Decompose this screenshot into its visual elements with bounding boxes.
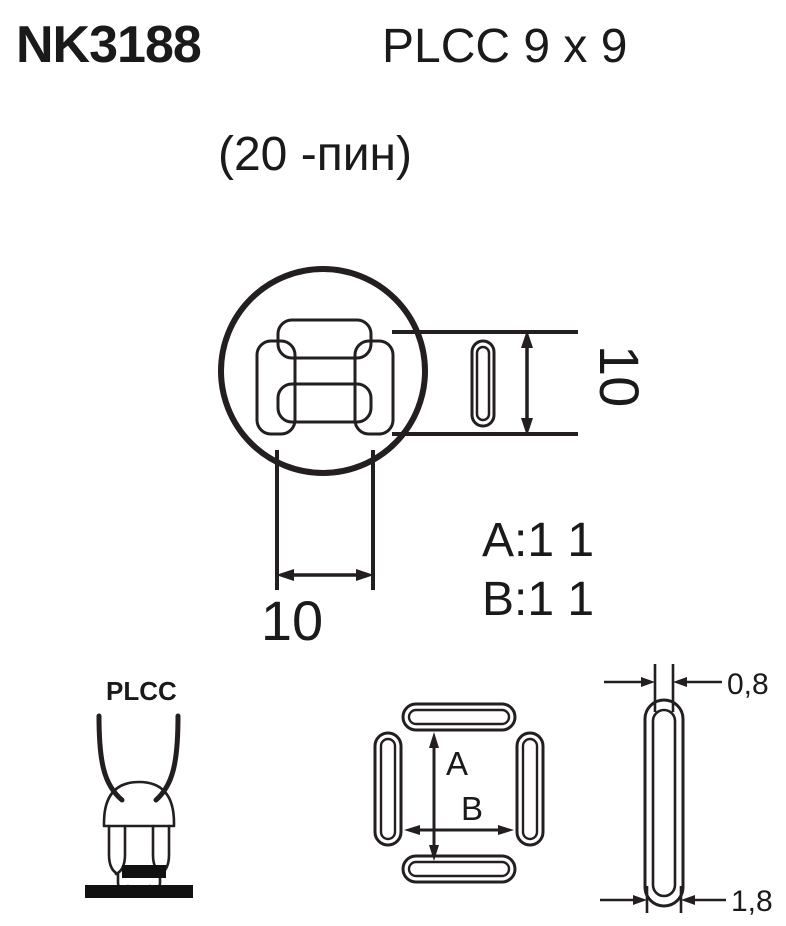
detail-pad-inner bbox=[475, 345, 491, 422]
a-arrow-up bbox=[429, 732, 439, 748]
nozzle-pad-right bbox=[353, 339, 395, 436]
pin-count: (20 -пин) bbox=[218, 128, 412, 181]
pad-a-value-label: A:1 1 bbox=[482, 514, 594, 567]
top-dim-arrow-left bbox=[641, 677, 655, 687]
pad-b-value-label: B:1 1 bbox=[482, 573, 594, 626]
height-arrow-down bbox=[521, 418, 533, 436]
b-dimension-label: B bbox=[461, 790, 483, 827]
nozzle-funnel-right bbox=[153, 713, 181, 803]
width-arrow-left bbox=[276, 569, 294, 581]
width-dimension-label: 10 bbox=[261, 589, 323, 652]
height-arrow-up bbox=[521, 330, 533, 348]
outer-width-label: 1,8 bbox=[731, 885, 773, 918]
chip-component bbox=[122, 865, 166, 878]
layout-pad-top-inner bbox=[407, 708, 511, 726]
pad-detail-outer-capsule bbox=[643, 698, 685, 908]
a-arrow-down bbox=[429, 845, 439, 861]
layout-pad-left-outer bbox=[373, 731, 403, 847]
inner-width-label: 0,8 bbox=[727, 668, 769, 701]
bottom-dim-arrow-right bbox=[681, 895, 695, 905]
model-number: NK3188 bbox=[16, 16, 201, 74]
detail-pad-outer bbox=[470, 339, 496, 428]
nozzle-funnel-left bbox=[96, 713, 125, 803]
width-arrow-right bbox=[356, 569, 374, 581]
layout-pad-top-outer bbox=[401, 702, 517, 732]
package-type: PLCC 9 x 9 bbox=[382, 20, 627, 73]
layout-pad-left-inner bbox=[379, 737, 397, 841]
layout-pad-right-inner bbox=[521, 737, 539, 841]
nozzle-pad-left bbox=[255, 339, 297, 436]
nozzle-pad-bottom bbox=[276, 382, 373, 424]
top-dim-arrow-right bbox=[673, 677, 687, 687]
layout-pad-bottom-inner bbox=[407, 860, 511, 878]
a-dimension-label: A bbox=[446, 745, 468, 782]
nozzle-circle-outline bbox=[218, 266, 428, 476]
pad-detail-inner-capsule bbox=[651, 708, 677, 898]
b-arrow-right bbox=[498, 825, 514, 835]
side-view-label: PLCC bbox=[106, 676, 177, 706]
b-arrow-left bbox=[404, 825, 420, 835]
layout-pad-right-outer bbox=[515, 731, 545, 847]
pcb-board bbox=[85, 885, 193, 898]
nozzle-pad-top bbox=[276, 318, 373, 360]
bottom-dim-arrow-left bbox=[633, 895, 647, 905]
layout-pad-bottom-outer bbox=[401, 854, 517, 884]
nozzle-dome-body bbox=[102, 780, 176, 828]
height-dimension-label: 10 bbox=[588, 345, 651, 407]
